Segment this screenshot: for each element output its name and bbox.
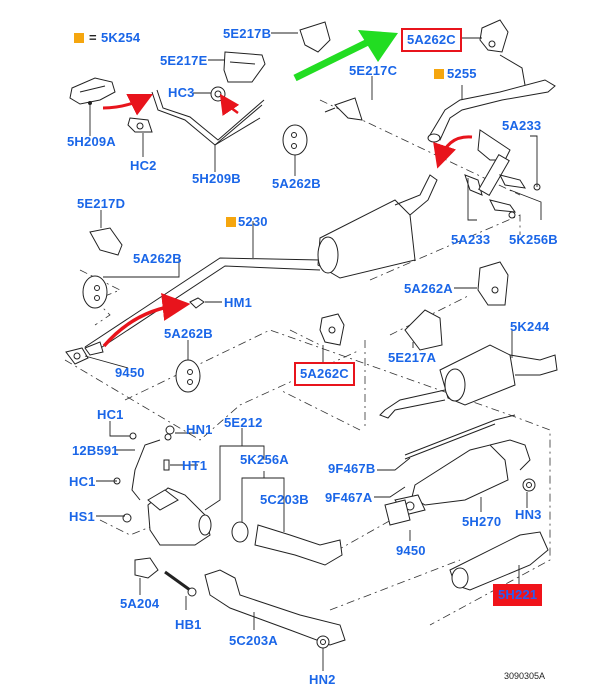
red-arrows — [102, 93, 473, 348]
red-arrow-5H209A — [102, 93, 154, 116]
label-5A262B-left[interactable]: 5A262B — [133, 251, 182, 266]
bracket-5E217D — [89, 227, 123, 256]
label-5A233-bottom[interactable]: 5A233 — [451, 232, 491, 247]
label-5A262B-lower[interactable]: 5A262B — [164, 326, 213, 341]
label-5E217E[interactable]: 5E217E — [160, 53, 208, 68]
label-HB1[interactable]: HB1 — [175, 617, 202, 632]
stud-HS1 — [122, 513, 132, 523]
label-5A262C-mid[interactable]: 5A262C — [294, 362, 355, 386]
clamp-5K256A — [231, 521, 249, 543]
label-5K244[interactable]: 5K244 — [510, 319, 550, 334]
bracket-5H209A — [69, 77, 116, 105]
clip-HC2 — [127, 117, 153, 133]
bracket-5E217E — [223, 51, 266, 83]
reference-code: 3090305A — [504, 671, 546, 681]
insulator-5A262C-top — [479, 19, 526, 86]
orange-marker-5255 — [434, 69, 444, 79]
gasket-9450-left — [65, 341, 104, 365]
leader-lines — [84, 32, 542, 671]
label-HN3[interactable]: HN3 — [515, 507, 542, 522]
nut-HN3 — [522, 478, 536, 492]
label-5A233-top[interactable]: 5A233 — [502, 118, 542, 133]
clamp-5K256B — [464, 129, 541, 219]
insulator-5A262B-lower — [175, 359, 201, 393]
label-5H270[interactable]: 5H270 — [462, 514, 502, 529]
legend-equals: = — [89, 30, 97, 45]
clip-HC3 — [210, 86, 226, 102]
bracket-5E217B — [299, 21, 331, 53]
bolt-HM1 — [189, 297, 205, 309]
hanger-rod-5H209B — [151, 89, 265, 146]
label-5H221[interactable]: 5H221 — [493, 584, 543, 606]
label-5A204[interactable]: 5A204 — [120, 596, 160, 611]
label-5230[interactable]: 5230 — [238, 214, 268, 229]
bolt-HB1 — [164, 570, 197, 597]
label-HN2[interactable]: HN2 — [309, 672, 336, 687]
sensor-9F467B — [404, 414, 516, 460]
label-5H209B[interactable]: 5H209B — [192, 171, 241, 186]
orange-marker-5230 — [226, 217, 236, 227]
red-arrow-5255 — [433, 135, 473, 169]
label-5E212[interactable]: 5E212 — [224, 415, 263, 430]
green-arrow — [293, 30, 398, 82]
label-HC1-bottom[interactable]: HC1 — [69, 474, 96, 489]
catalyst-5E212 — [147, 487, 212, 546]
legend-part-label: 5K254 — [101, 30, 141, 45]
label-9F467B[interactable]: 9F467B — [328, 461, 376, 476]
label-HN1[interactable]: HN1 — [186, 422, 213, 437]
label-5E217D[interactable]: 5E217D — [77, 196, 126, 211]
nut-HN2 — [316, 635, 330, 649]
label-5E217C[interactable]: 5E217C — [349, 63, 398, 78]
label-9450-left[interactable]: 9450 — [115, 365, 145, 380]
tailpipe-5255 — [427, 79, 556, 143]
label-5A262B-top[interactable]: 5A262B — [272, 176, 321, 191]
nut-HN1 — [165, 425, 175, 435]
insulator-5A262A — [477, 261, 509, 306]
label-5A262A[interactable]: 5A262A — [404, 281, 453, 296]
label-5H209A[interactable]: 5H209A — [67, 134, 116, 149]
rear-muffler-5K244 — [379, 344, 558, 419]
bracket-5E217A — [404, 309, 443, 351]
red-arrow-HC3 — [219, 93, 240, 116]
label-HT1[interactable]: HT1 — [182, 458, 208, 473]
label-5K256A[interactable]: 5K256A — [240, 452, 289, 467]
dpf-5H270 — [384, 439, 531, 526]
pipe-5C203A — [204, 569, 346, 646]
label-5C203A[interactable]: 5C203A — [229, 633, 278, 648]
label-5C203B[interactable]: 5C203B — [260, 492, 309, 507]
intermediate-pipe-5230 — [84, 174, 438, 356]
insulator-5A262C-mid — [319, 313, 345, 346]
label-HS1[interactable]: HS1 — [69, 509, 95, 524]
legend-orange-swatch — [74, 33, 84, 43]
clip-HC1-top — [129, 432, 137, 440]
label-HC1-top[interactable]: HC1 — [97, 407, 124, 422]
label-5A262C-top[interactable]: 5A262C — [401, 28, 462, 52]
bracket-5A204 — [134, 557, 159, 579]
label-9450-right[interactable]: 9450 — [396, 543, 426, 558]
label-5K256B[interactable]: 5K256B — [509, 232, 558, 247]
label-9F467A[interactable]: 9F467A — [325, 490, 373, 505]
red-arrow-HM1 — [102, 293, 191, 348]
label-5E217B[interactable]: 5E217B — [223, 26, 272, 41]
insulator-5A262B-top — [282, 124, 308, 156]
pipe-5C203B — [254, 524, 343, 566]
label-12B591[interactable]: 12B591 — [72, 443, 119, 458]
label-HM1[interactable]: HM1 — [224, 295, 253, 310]
stud-HT1 — [163, 459, 170, 471]
bracket-5E217C — [324, 97, 363, 121]
label-HC2[interactable]: HC2 — [130, 158, 157, 173]
label-5E217A[interactable]: 5E217A — [388, 350, 437, 365]
label-HC3[interactable]: HC3 — [168, 85, 195, 100]
insulator-5A262B-left — [82, 275, 108, 309]
catalyst-5H221 — [449, 531, 549, 591]
label-5255[interactable]: 5255 — [447, 66, 477, 81]
